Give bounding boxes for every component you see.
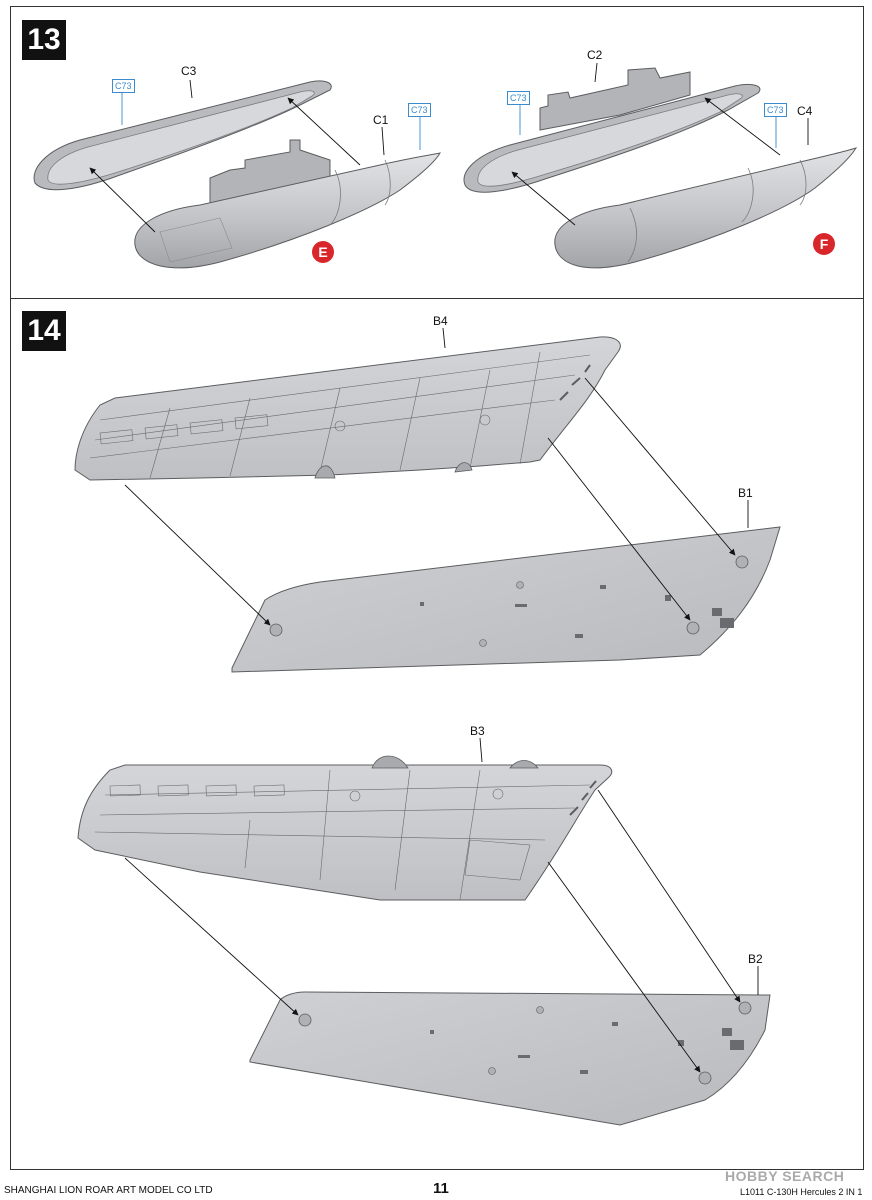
variant-f-marker: F [813, 233, 835, 255]
label-b4: B4 [433, 314, 448, 328]
label-c2: C2 [587, 48, 603, 62]
label-c3: C3 [181, 64, 197, 78]
paint-ref-c73: C73 [408, 103, 431, 117]
label-c1: C1 [373, 113, 389, 127]
footer-company: SHANGHAI LION ROAR ART MODEL CO LTD [4, 1185, 213, 1196]
paint-ref-c73: C73 [112, 79, 135, 93]
label-b1: B1 [738, 486, 753, 500]
variant-e-marker: E [312, 241, 334, 263]
part-c3 [33, 80, 332, 191]
paint-ref-leaders [121, 92, 777, 150]
page-number: 11 [433, 1180, 449, 1197]
step-13-number: 13 [22, 20, 66, 60]
step-14-lower-arrows [124, 737, 759, 1073]
label-b3: B3 [470, 724, 485, 738]
part-b1 [231, 526, 781, 673]
paint-ref-c73: C73 [764, 103, 787, 117]
label-b2: B2 [748, 952, 763, 966]
label-c4: C4 [797, 104, 813, 118]
footer-product: L1011 C-130H Hercules 2 IN 1 [740, 1187, 863, 1197]
part-b2 [249, 991, 771, 1126]
part-b3 [77, 755, 613, 901]
part-b4 [74, 336, 621, 481]
part-c4 [554, 147, 858, 269]
paint-ref-c73: C73 [507, 91, 530, 105]
step-14-number: 14 [22, 311, 66, 351]
hobby-search-watermark: HOBBY SEARCH [725, 1168, 845, 1184]
part-c2 [463, 67, 761, 193]
part-c1 [134, 139, 441, 269]
step-13-arrows [89, 62, 809, 233]
step-14-upper-arrows [124, 327, 749, 626]
